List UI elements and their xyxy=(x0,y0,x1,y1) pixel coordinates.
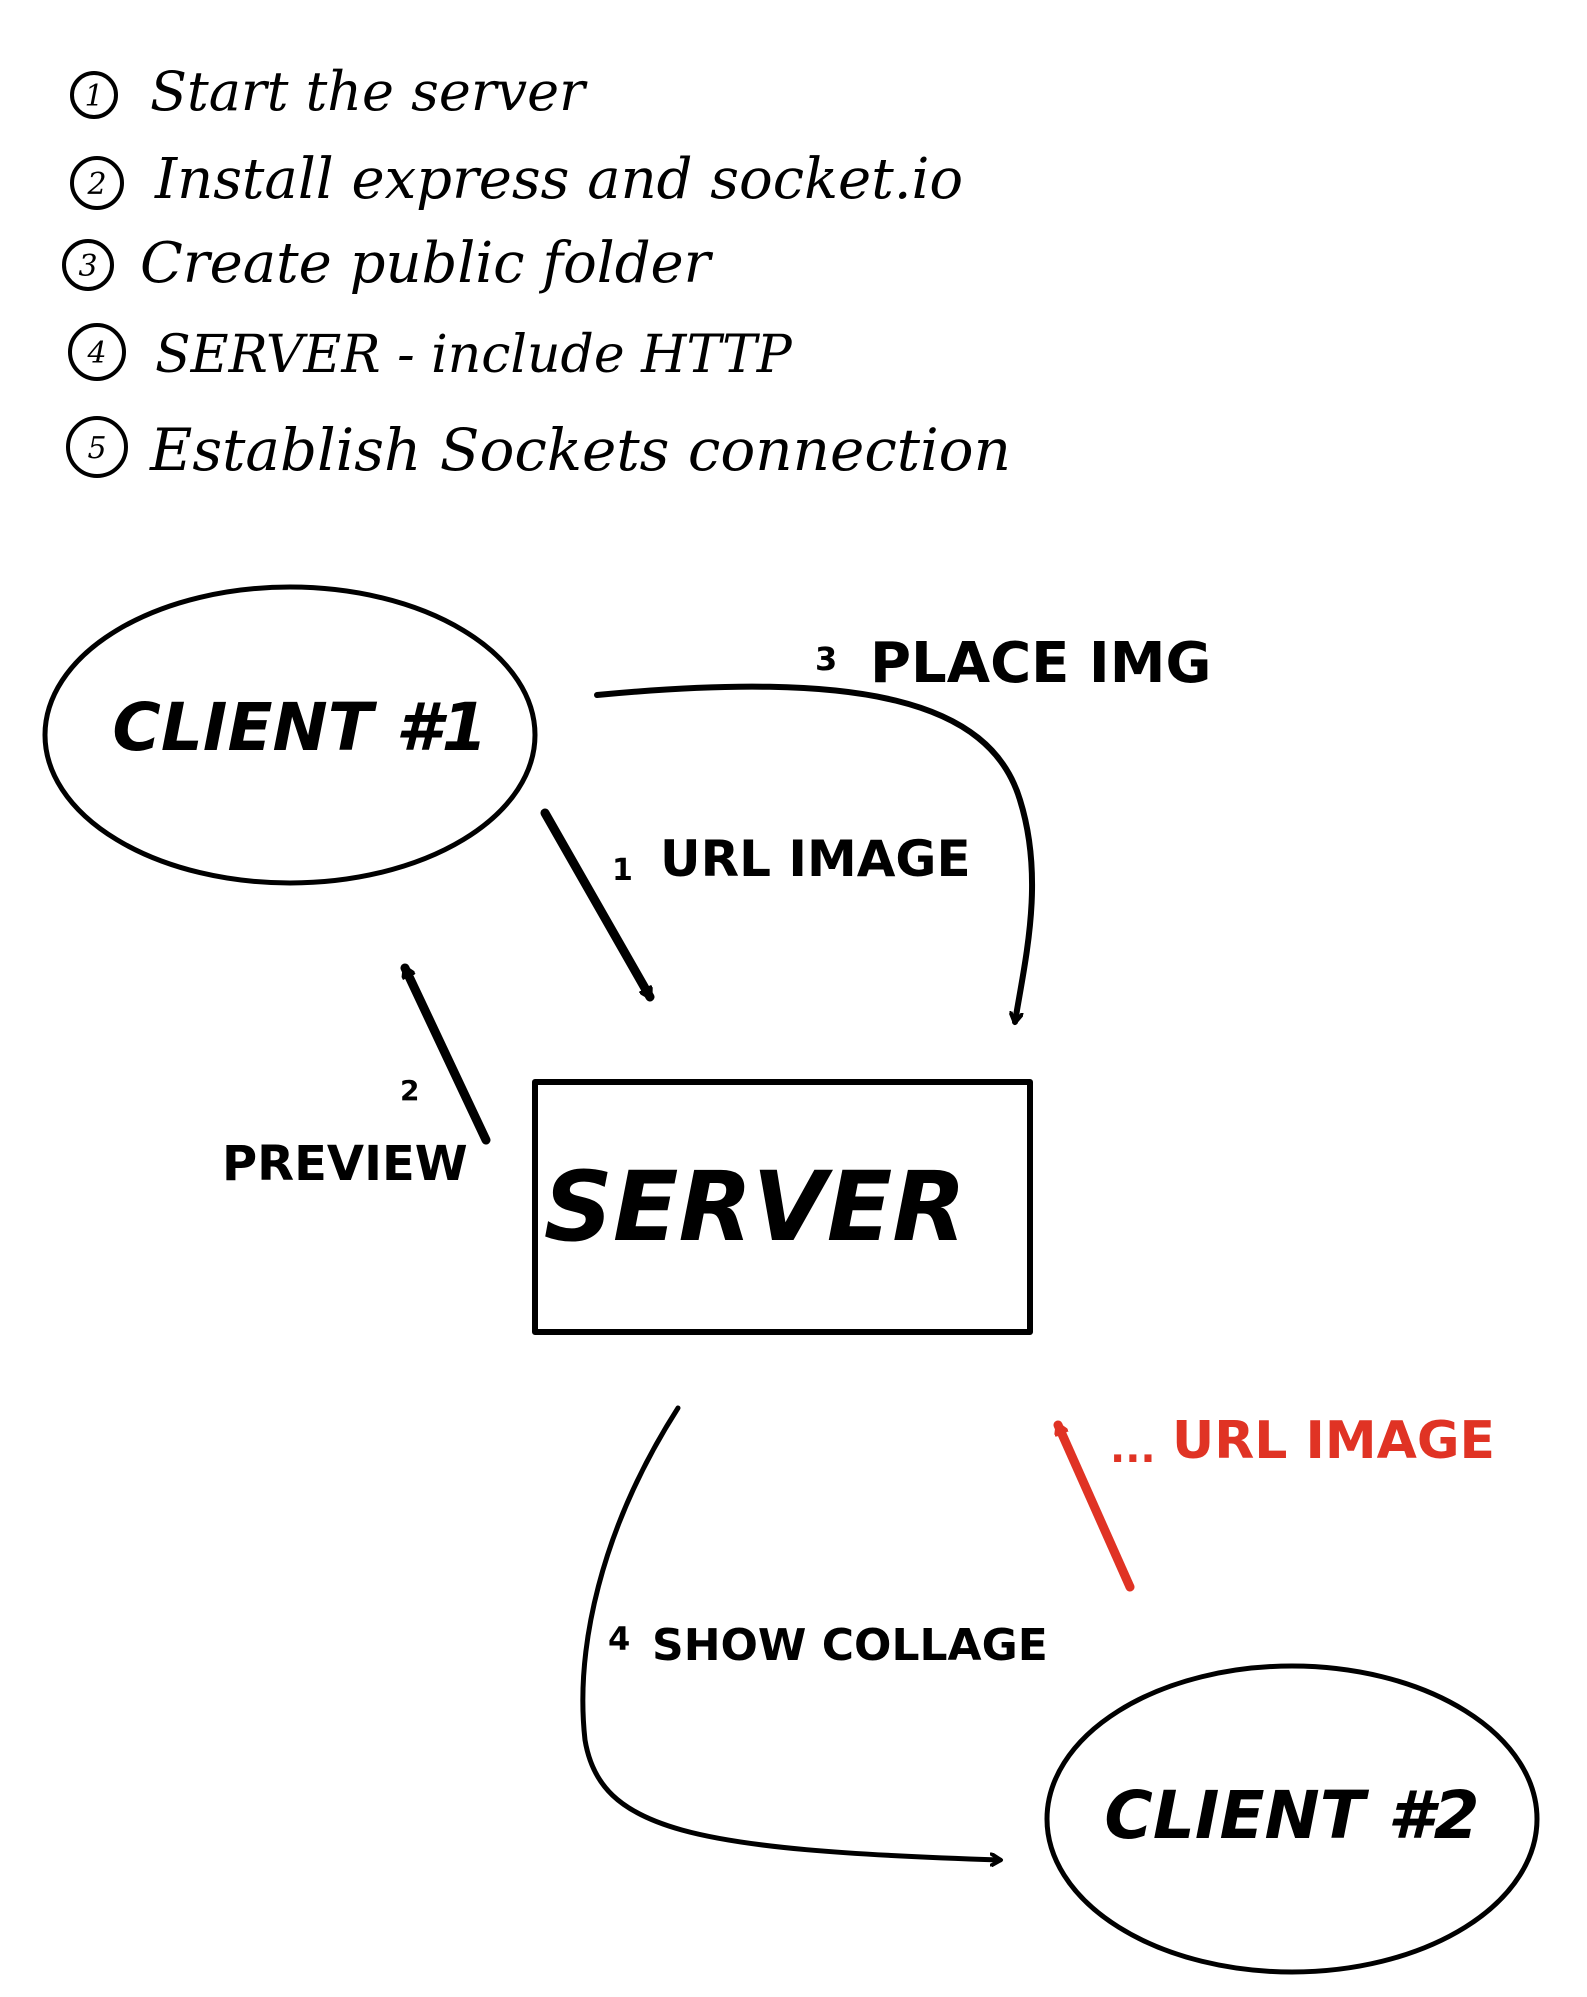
arrow-client-2-url-image-prefix: ... xyxy=(1110,1426,1156,1472)
arrow-place-img-line xyxy=(594,683,1036,1025)
arrow-client-2-url-image-line xyxy=(1053,1420,1135,1592)
step-number-circle xyxy=(66,416,128,478)
step-item-1: 1 Start the server xyxy=(70,60,588,123)
step-number-circle xyxy=(70,71,118,119)
arrow-url-image: 1 URL IMAGE xyxy=(540,808,971,1002)
arrow-url-image-label: URL IMAGE xyxy=(660,830,971,888)
step-item-4: 4 SERVER - include HTTP xyxy=(68,323,793,385)
step-number: 4 xyxy=(86,336,106,371)
client-1-label: CLIENT #1 xyxy=(112,689,487,766)
step-text: Start the server xyxy=(150,60,588,123)
step-number-circle xyxy=(62,239,114,291)
step-item-5: 5 Establish Sockets connection xyxy=(66,416,1011,484)
arrow-url-image-line xyxy=(540,808,655,1002)
arrow-preview-number: 2 xyxy=(400,1074,419,1107)
step-number-circle xyxy=(68,323,126,381)
arrow-show-collage-number: 4 xyxy=(608,1620,630,1658)
step-text: SERVER - include HTTP xyxy=(155,325,793,385)
arrow-place-img-label: PLACE IMG xyxy=(870,631,1211,696)
step-number: 3 xyxy=(78,249,97,284)
server-node: SERVER xyxy=(532,1079,1033,1335)
client-2-node: CLIENT #2 xyxy=(1044,1663,1540,1975)
server-box xyxy=(532,1079,1033,1335)
step-list: 1 Start the server 2 Install express and… xyxy=(62,60,1011,484)
client-2-ellipse xyxy=(1044,1663,1540,1975)
step-number: 5 xyxy=(87,431,106,466)
arrow-show-collage-label: SHOW COLLAGE xyxy=(652,1620,1048,1671)
step-text: Create public folder xyxy=(140,231,714,296)
arrow-url-image-number: 1 xyxy=(612,853,633,888)
step-number-circle xyxy=(70,156,124,210)
arrow-client-2-url-image-label: URL IMAGE xyxy=(1172,1411,1495,1471)
arrow-preview: 2 PREVIEW xyxy=(222,963,491,1192)
arrow-place-img: 3 PLACE IMG xyxy=(594,631,1211,1025)
step-item-2: 2 Install express and socket.io xyxy=(70,147,963,212)
server-label: SERVER xyxy=(544,1151,966,1263)
step-item-3: 3 Create public folder xyxy=(62,231,714,296)
client-1-node: CLIENT #1 xyxy=(42,584,538,886)
client-2-label: CLIENT #2 xyxy=(1104,1777,1479,1854)
step-number: 1 xyxy=(84,79,103,114)
step-number: 2 xyxy=(86,167,106,202)
arrow-client-2-url-image: ... URL IMAGE xyxy=(1053,1411,1495,1592)
arrow-preview-label: PREVIEW xyxy=(222,1136,468,1192)
arrow-place-img-number: 3 xyxy=(815,640,837,678)
client-1-ellipse xyxy=(42,584,538,886)
step-text: Establish Sockets connection xyxy=(149,416,1011,484)
arrow-show-collage: 4 SHOW COLLAGE xyxy=(580,1405,1048,1860)
arrow-show-collage-line xyxy=(580,1405,1000,1860)
step-text: Install express and socket.io xyxy=(154,147,963,212)
arrow-preview-line xyxy=(400,963,491,1145)
